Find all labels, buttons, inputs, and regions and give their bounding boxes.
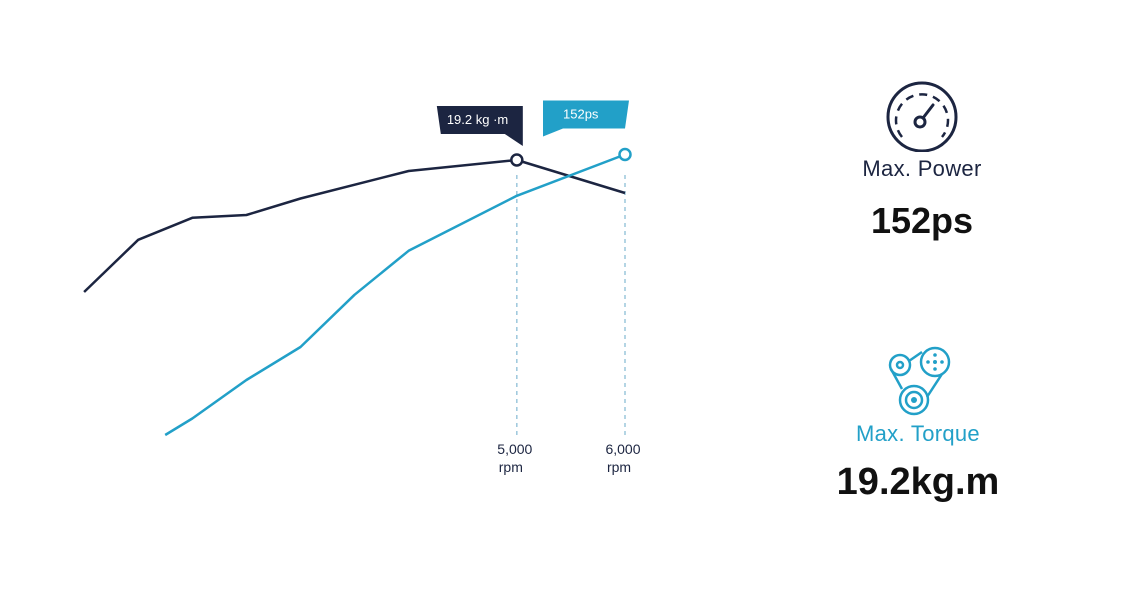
speedometer-icon [822,80,1022,152]
max-power-label: Max. Power [862,156,982,181]
torque-callout-label: 19.2 kg ·m [447,112,508,127]
torque-series-line [83,158,626,293]
engine-belt-icon [808,345,1028,417]
max-torque-value: 19.2kg.m [836,461,1000,503]
power-callout-flag [543,100,629,137]
power-peak-point [618,147,632,162]
max-torque-stat: Max. Torque 19.2kg.m [808,345,1028,504]
power-callout-label: 152ps [563,107,599,122]
performance-chart: 19.2 kg ·m 152ps 5,000 rpm 6,000 rpm [83,100,641,475]
x-tick-label: 5,000 [497,441,532,457]
max-torque-label: Max. Torque [856,421,980,446]
power-series-line [164,153,626,437]
max-power-value: 152ps [870,200,974,241]
max-power-stat: Max. Power 152ps [822,80,1022,242]
x-tick-label: 6,000 [605,441,640,457]
torque-peak-point [510,153,524,167]
torque-callout-flag [436,106,523,146]
x-tick-unit: rpm [499,459,523,475]
x-tick-unit: rpm [607,459,631,475]
